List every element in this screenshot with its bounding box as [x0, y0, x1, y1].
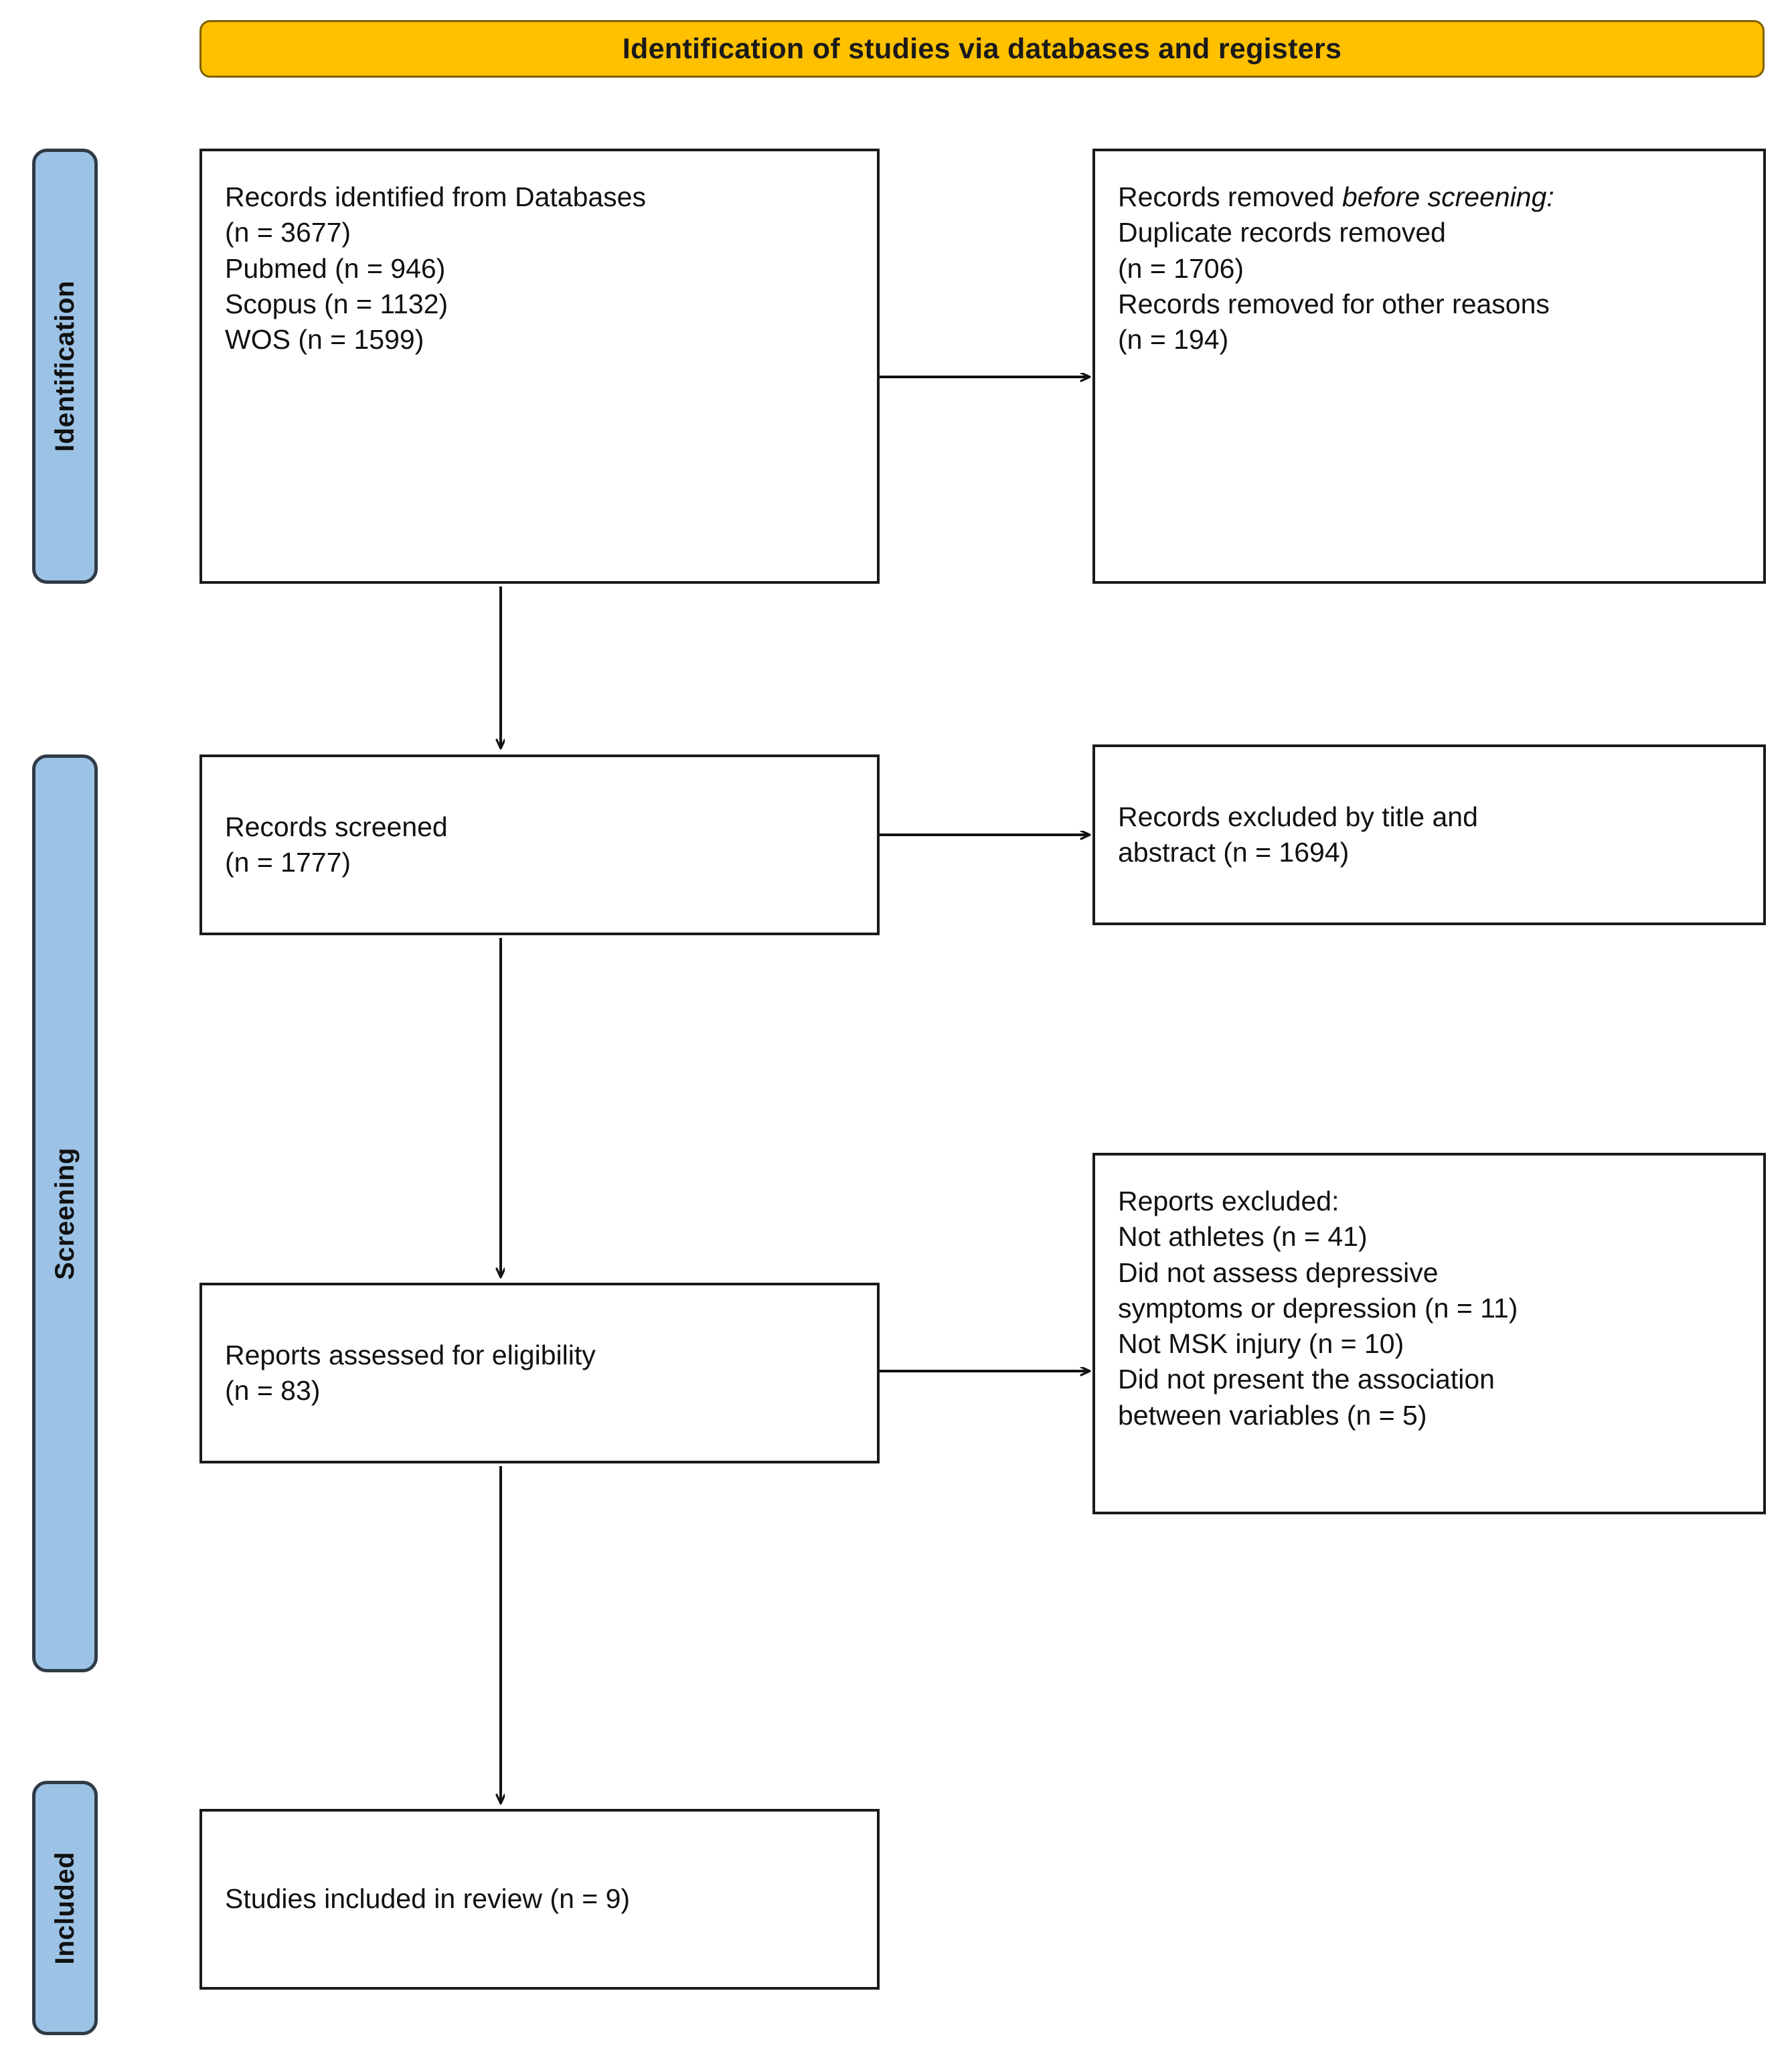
box-records-removed-text: Records removed before screening: Duplic… — [1118, 179, 1740, 357]
box-studies-included: Studies included in review (n = 9) — [199, 1809, 880, 1990]
diagram-title: Identification of studies via databases … — [622, 32, 1342, 65]
removed-label-normal: Records removed — [1118, 181, 1342, 212]
box-reports-assessed-text: Reports assessed for eligibility (n = 83… — [225, 1339, 596, 1406]
box-reports-excluded: Reports excluded: Not athletes (n = 41) … — [1092, 1153, 1766, 1514]
stage-bar-identification: Identification — [32, 149, 98, 584]
stage-label-included: Included — [50, 1851, 80, 1965]
box-records-excluded-title-abstract: Records excluded by title and abstract (… — [1092, 744, 1766, 925]
diagram-header-banner: Identification of studies via databases … — [199, 20, 1765, 78]
removed-label-italic: before screening: — [1341, 181, 1554, 212]
stage-bar-screening: Screening — [32, 754, 98, 1672]
box-reports-excluded-text: Reports excluded: Not athletes (n = 41) … — [1118, 1186, 1518, 1431]
stage-label-identification: Identification — [50, 281, 80, 452]
stage-label-screening: Screening — [50, 1147, 80, 1280]
box-records-removed-before-screening: Records removed before screening: Duplic… — [1092, 149, 1766, 584]
box-studies-included-text: Studies included in review (n = 9) — [225, 1883, 631, 1915]
box-records-screened-text: Records screened (n = 1777) — [225, 811, 448, 878]
box-records-excluded-text: Records excluded by title and abstract (… — [1118, 801, 1478, 868]
removed-detail-lines: Duplicate records removed (n = 1706) Rec… — [1118, 217, 1550, 355]
box-records-screened: Records screened (n = 1777) — [199, 754, 880, 935]
box-records-identified-text: Records identified from Databases (n = 3… — [225, 181, 646, 355]
box-reports-assessed-eligibility: Reports assessed for eligibility (n = 83… — [199, 1283, 880, 1463]
box-records-identified: Records identified from Databases (n = 3… — [199, 149, 880, 584]
stage-bar-included: Included — [32, 1781, 98, 2035]
